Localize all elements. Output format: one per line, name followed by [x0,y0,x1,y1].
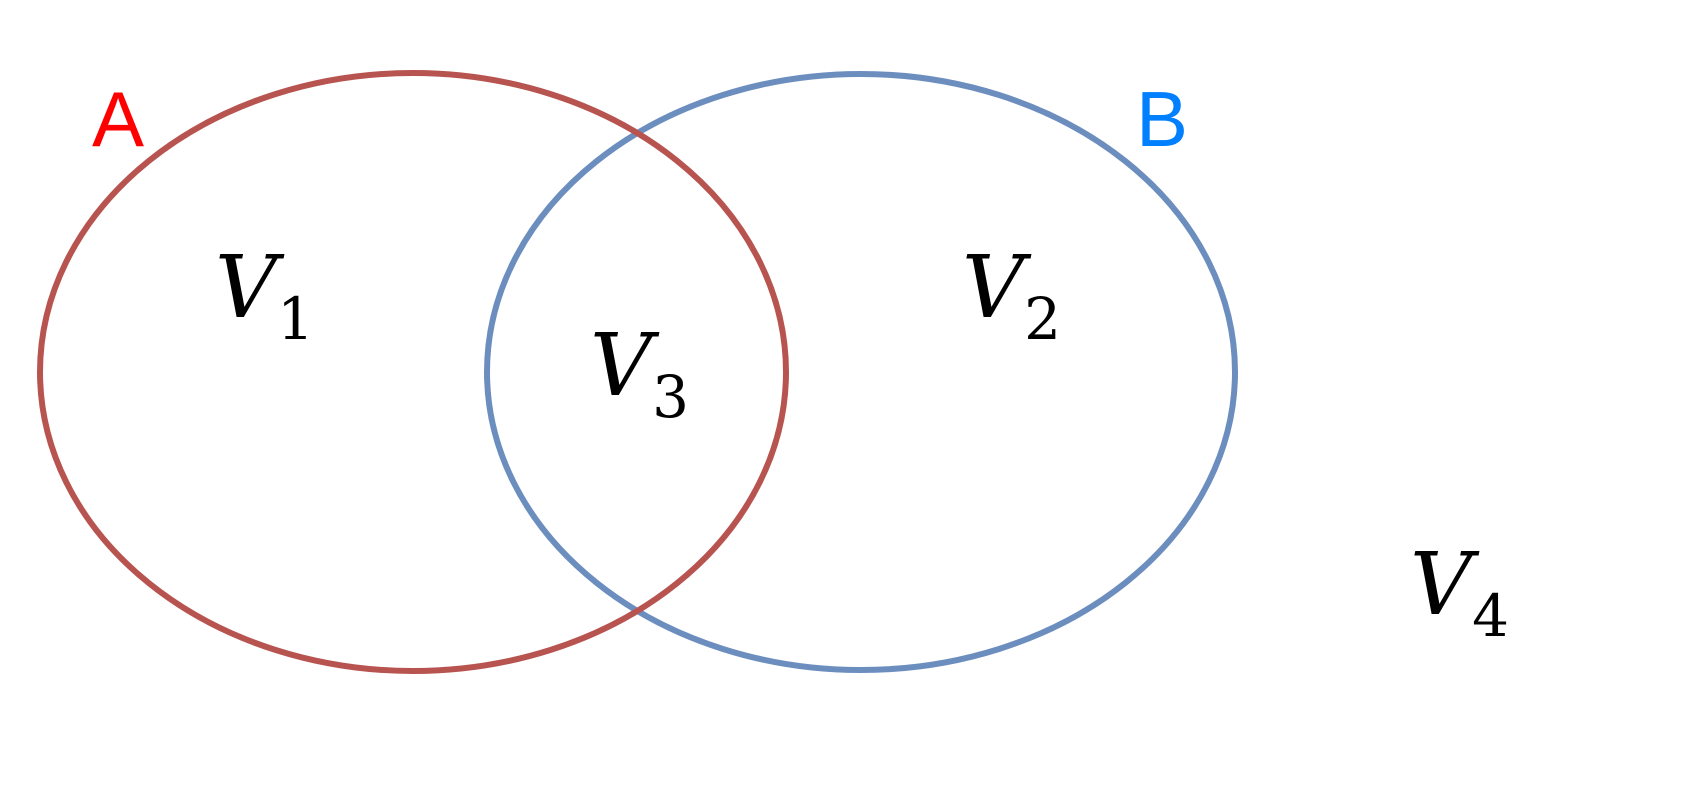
region-symbol: V [962,238,1025,338]
region-v3-label: V3 [590,323,689,426]
set-b-label: B [1136,75,1189,163]
region-index: 3 [652,363,690,431]
set-b-ellipse [484,71,1238,673]
region-index: 4 [1472,582,1510,650]
region-symbol: V [215,238,278,338]
region-v4-label: V4 [1410,542,1509,645]
region-v2-label: V2 [962,245,1061,348]
set-a-ellipse [37,70,789,674]
region-v1-label: V1 [215,245,314,348]
set-a-label: A [92,75,145,163]
region-index: 2 [1024,285,1062,353]
region-symbol: V [590,316,653,416]
region-index: 1 [277,285,315,353]
region-symbol: V [1410,535,1473,635]
